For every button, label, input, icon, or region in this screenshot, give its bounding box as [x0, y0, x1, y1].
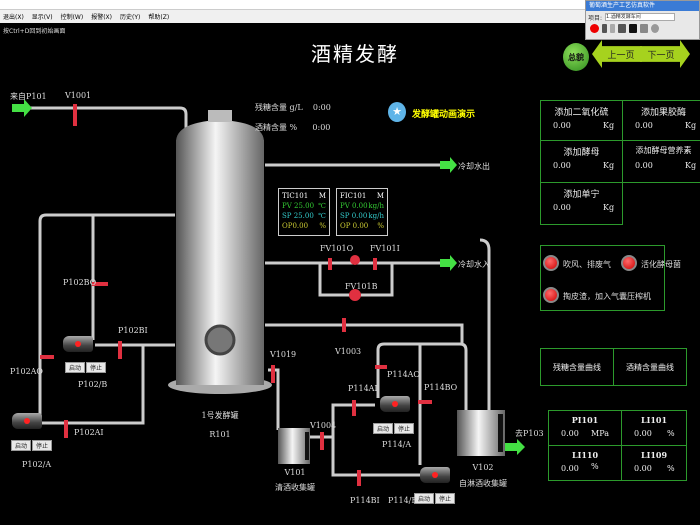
valve-p114ai[interactable]: P114AI: [348, 384, 378, 393]
overview-button[interactable]: 总貌: [563, 43, 589, 71]
status-text: 按Ctrl+D回到初始画面: [3, 28, 66, 35]
valve-p102ao[interactable]: P102AO: [10, 367, 43, 376]
project-select[interactable]: 1.酒精发酵车间: [605, 13, 676, 21]
cooling-water-out-label: 冷却水出: [458, 162, 490, 171]
valve-v1003[interactable]: V1003: [335, 347, 362, 356]
pump-p114a[interactable]: [380, 396, 410, 412]
valve-v1004[interactable]: V1004: [310, 421, 337, 430]
valve-fv101b[interactable]: FV101B: [345, 282, 378, 291]
animation-demo-link[interactable]: 发酵罐动画演示: [412, 110, 476, 120]
valve-p102bo[interactable]: P102BO: [63, 278, 97, 287]
pomace-press-label: 掏皮渣，加入气囊压榨机: [563, 292, 651, 301]
to-p103-label: 去P103: [515, 429, 544, 438]
residual-sugar-curve-button[interactable]: 残糖含量曲线: [540, 348, 614, 386]
alcohol-curve-button[interactable]: 酒精含量曲线: [613, 348, 687, 386]
p114a-stop-button[interactable]: 停止: [394, 423, 414, 434]
pump-p102a[interactable]: [12, 413, 42, 429]
valve-p114bo[interactable]: P114BO: [424, 383, 458, 392]
v101-tag: V101: [284, 468, 306, 477]
pump-p102a-label: P102/A: [22, 460, 52, 469]
pomace-press-lamp[interactable]: [543, 287, 559, 303]
valve-fv101i[interactable]: FV101I: [370, 244, 400, 253]
activate-yeast-label: 活化酵母菌: [641, 260, 681, 269]
v102-name: 自淋酒收集罐: [459, 479, 507, 488]
valve-p102ai[interactable]: P102AI: [74, 428, 104, 437]
valve-p114bi[interactable]: P114BI: [350, 496, 380, 505]
valve-p114ao[interactable]: P114AO: [387, 370, 420, 379]
record-icon[interactable]: [590, 24, 599, 33]
pump-p102b-label: P102/B: [78, 380, 108, 389]
window-title-bar: [0, 0, 700, 10]
camera-icon[interactable]: [640, 24, 648, 33]
menu-exit[interactable]: 退出(X): [3, 14, 24, 21]
valve-v1001[interactable]: V1001: [65, 91, 92, 100]
cooling-water-in-label: 冷却水入: [458, 260, 490, 269]
menu-bar: 退出(X) 显示(V) 控制(W) 报警(X) 历史(Y) 帮助(Z): [0, 10, 700, 23]
blow-exhaust-lamp[interactable]: [543, 255, 559, 271]
p102a-start-button[interactable]: 启动: [11, 440, 31, 451]
menu-display[interactable]: 显示(V): [31, 14, 53, 21]
clock-icon[interactable]: [651, 24, 659, 33]
p114b-start-button[interactable]: 启动: [414, 493, 434, 504]
menu-help[interactable]: 帮助(Z): [148, 14, 170, 21]
pause-icon[interactable]: [602, 24, 607, 33]
project-label: 项目:: [588, 15, 603, 22]
feed-label: 来自P101: [10, 92, 47, 101]
page-title: 酒精发酵: [311, 42, 399, 66]
pump-p114b-label: P114/B: [388, 496, 418, 505]
pump-p114b[interactable]: [420, 467, 450, 483]
p102b-start-button[interactable]: 启动: [65, 362, 85, 373]
residual-sugar-readout: 残糖含量 g/L 0:00: [255, 103, 331, 112]
valves: [40, 104, 432, 486]
star-icon[interactable]: ★: [388, 102, 406, 122]
menu-alarm[interactable]: 报警(X): [91, 14, 113, 21]
sim-window-title: 葡萄酒生产工艺仿真软件: [586, 1, 699, 11]
pump-p102b[interactable]: [63, 336, 93, 352]
valve-v1019[interactable]: V1019: [270, 350, 297, 359]
alcohol-readout: 酒精含量 % 0:00: [255, 123, 331, 132]
menu-control[interactable]: 控制(W): [60, 14, 84, 21]
menu-history[interactable]: 历史(Y): [120, 14, 141, 21]
v101-name: 清酒收集罐: [275, 483, 315, 492]
v102-tag: V102: [472, 463, 494, 472]
activate-yeast-lamp[interactable]: [621, 255, 637, 271]
vessel-v101: [278, 428, 310, 464]
blow-exhaust-label: 吹风、排废气: [563, 260, 611, 269]
list-icon[interactable]: [618, 24, 626, 33]
p114a-start-button[interactable]: 启动: [373, 423, 393, 434]
monitor-icon[interactable]: [629, 24, 637, 33]
pipes: [30, 106, 491, 477]
p114b-stop-button[interactable]: 停止: [435, 493, 455, 504]
p102a-stop-button[interactable]: 停止: [32, 440, 52, 451]
flow-arrows: [12, 99, 525, 455]
fermenter-r101: [168, 110, 272, 394]
operations-panel: [540, 245, 665, 311]
p102b-stop-button[interactable]: 停止: [86, 362, 106, 373]
valve-p102bi[interactable]: P102BI: [118, 326, 148, 335]
r101-name: 1号发酵罐: [201, 411, 239, 420]
vessel-v102: [457, 410, 505, 456]
valve-fv101o[interactable]: FV101O: [320, 244, 354, 253]
pump-p114a-label: P114/A: [382, 440, 412, 449]
play-icon[interactable]: [610, 24, 615, 33]
r101-tag: R101: [209, 430, 231, 439]
